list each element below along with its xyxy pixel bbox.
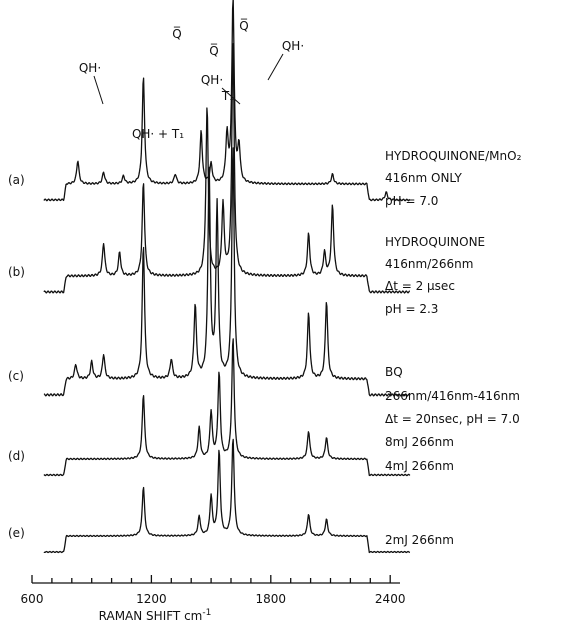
annotation-leader-1 [221, 87, 241, 105]
peak-annotation-0-3: Q̅ [239, 18, 248, 33]
peak-annotation-0-1: Q̅ [209, 43, 218, 58]
trace-label-1: (b) [8, 265, 25, 279]
x-axis-label-exponent: -1 [202, 608, 211, 618]
annotation-leader-2 [93, 75, 104, 105]
spectra-traces [43, 0, 411, 554]
trace-description-1-0: HYDROQUINONE [385, 235, 485, 249]
trace-description-1-1: 416nm/266nm [385, 257, 473, 271]
peak-annotation-2-0: QH· + T₁ [132, 127, 184, 141]
peak-annotation-1-1: QH· [201, 73, 223, 87]
trace-description-0-1: 416nm ONLY [385, 171, 463, 185]
peak-annotation-0-2: QH· [282, 39, 304, 53]
x-tick-label-1800: 1800 [256, 592, 287, 606]
x-axis: 600 1200 1800 2400 [21, 575, 406, 606]
peak-annotation-0-0: Q̅ [172, 26, 181, 41]
trace-description-3-0: 4mJ 266nm [385, 459, 454, 473]
spectrum-trace-4 [43, 438, 411, 554]
trace-description-2-2: Δt = 20nsec, pH = 7.0 [385, 412, 520, 426]
x-axis-label: RAMAN SHIFT cm-1 [99, 608, 212, 623]
trace-descriptions: HYDROQUINONE/MnO₂ 416nm ONLY pH = 7.0HYDRO… [385, 149, 522, 547]
trace-description-2-0: BQ [385, 365, 403, 379]
trace-description-2-1: 266nm/416nm-416nm [385, 389, 520, 403]
trace-label-2: (c) [8, 369, 24, 383]
trace-label-4: (e) [8, 526, 25, 540]
x-tick-label-1200: 1200 [136, 592, 167, 606]
trace-label-0: (a) [8, 173, 25, 187]
trace-description-1-3: pH = 2.3 [385, 302, 438, 316]
trace-description-2-3: 8mJ 266nm [385, 435, 454, 449]
spectrum-trace-1 [43, 43, 411, 294]
trace-description-0-2: pH = 7.0 [385, 194, 438, 208]
spectrum-trace-2 [43, 147, 411, 397]
trace-description-4-0: 2mJ 266nm [385, 533, 454, 547]
peak-annotation-2-1: T₁ [221, 89, 234, 103]
peak-annotation-1-0: QH· [79, 61, 101, 75]
trace-description-0-0: HYDROQUINONE/MnO₂ [385, 149, 522, 163]
spectrum-trace-0 [43, 0, 411, 202]
trace-labels: (a) (b) (c) (d) (e) [8, 173, 25, 540]
x-axis-label-text: RAMAN SHIFT cm [99, 609, 203, 623]
x-tick-label-600: 600 [21, 592, 44, 606]
spectrum-trace-3 [43, 338, 411, 477]
annotation-leader-0 [267, 53, 284, 81]
trace-label-3: (d) [8, 449, 25, 463]
peak-annotations: Q̅ Q̅ QH· Q̅ QH· QH· QH· + T₁ T₁ [79, 18, 304, 141]
trace-description-1-2: Δt = 2 μsec [385, 279, 455, 293]
x-tick-label-2400: 2400 [375, 592, 406, 606]
